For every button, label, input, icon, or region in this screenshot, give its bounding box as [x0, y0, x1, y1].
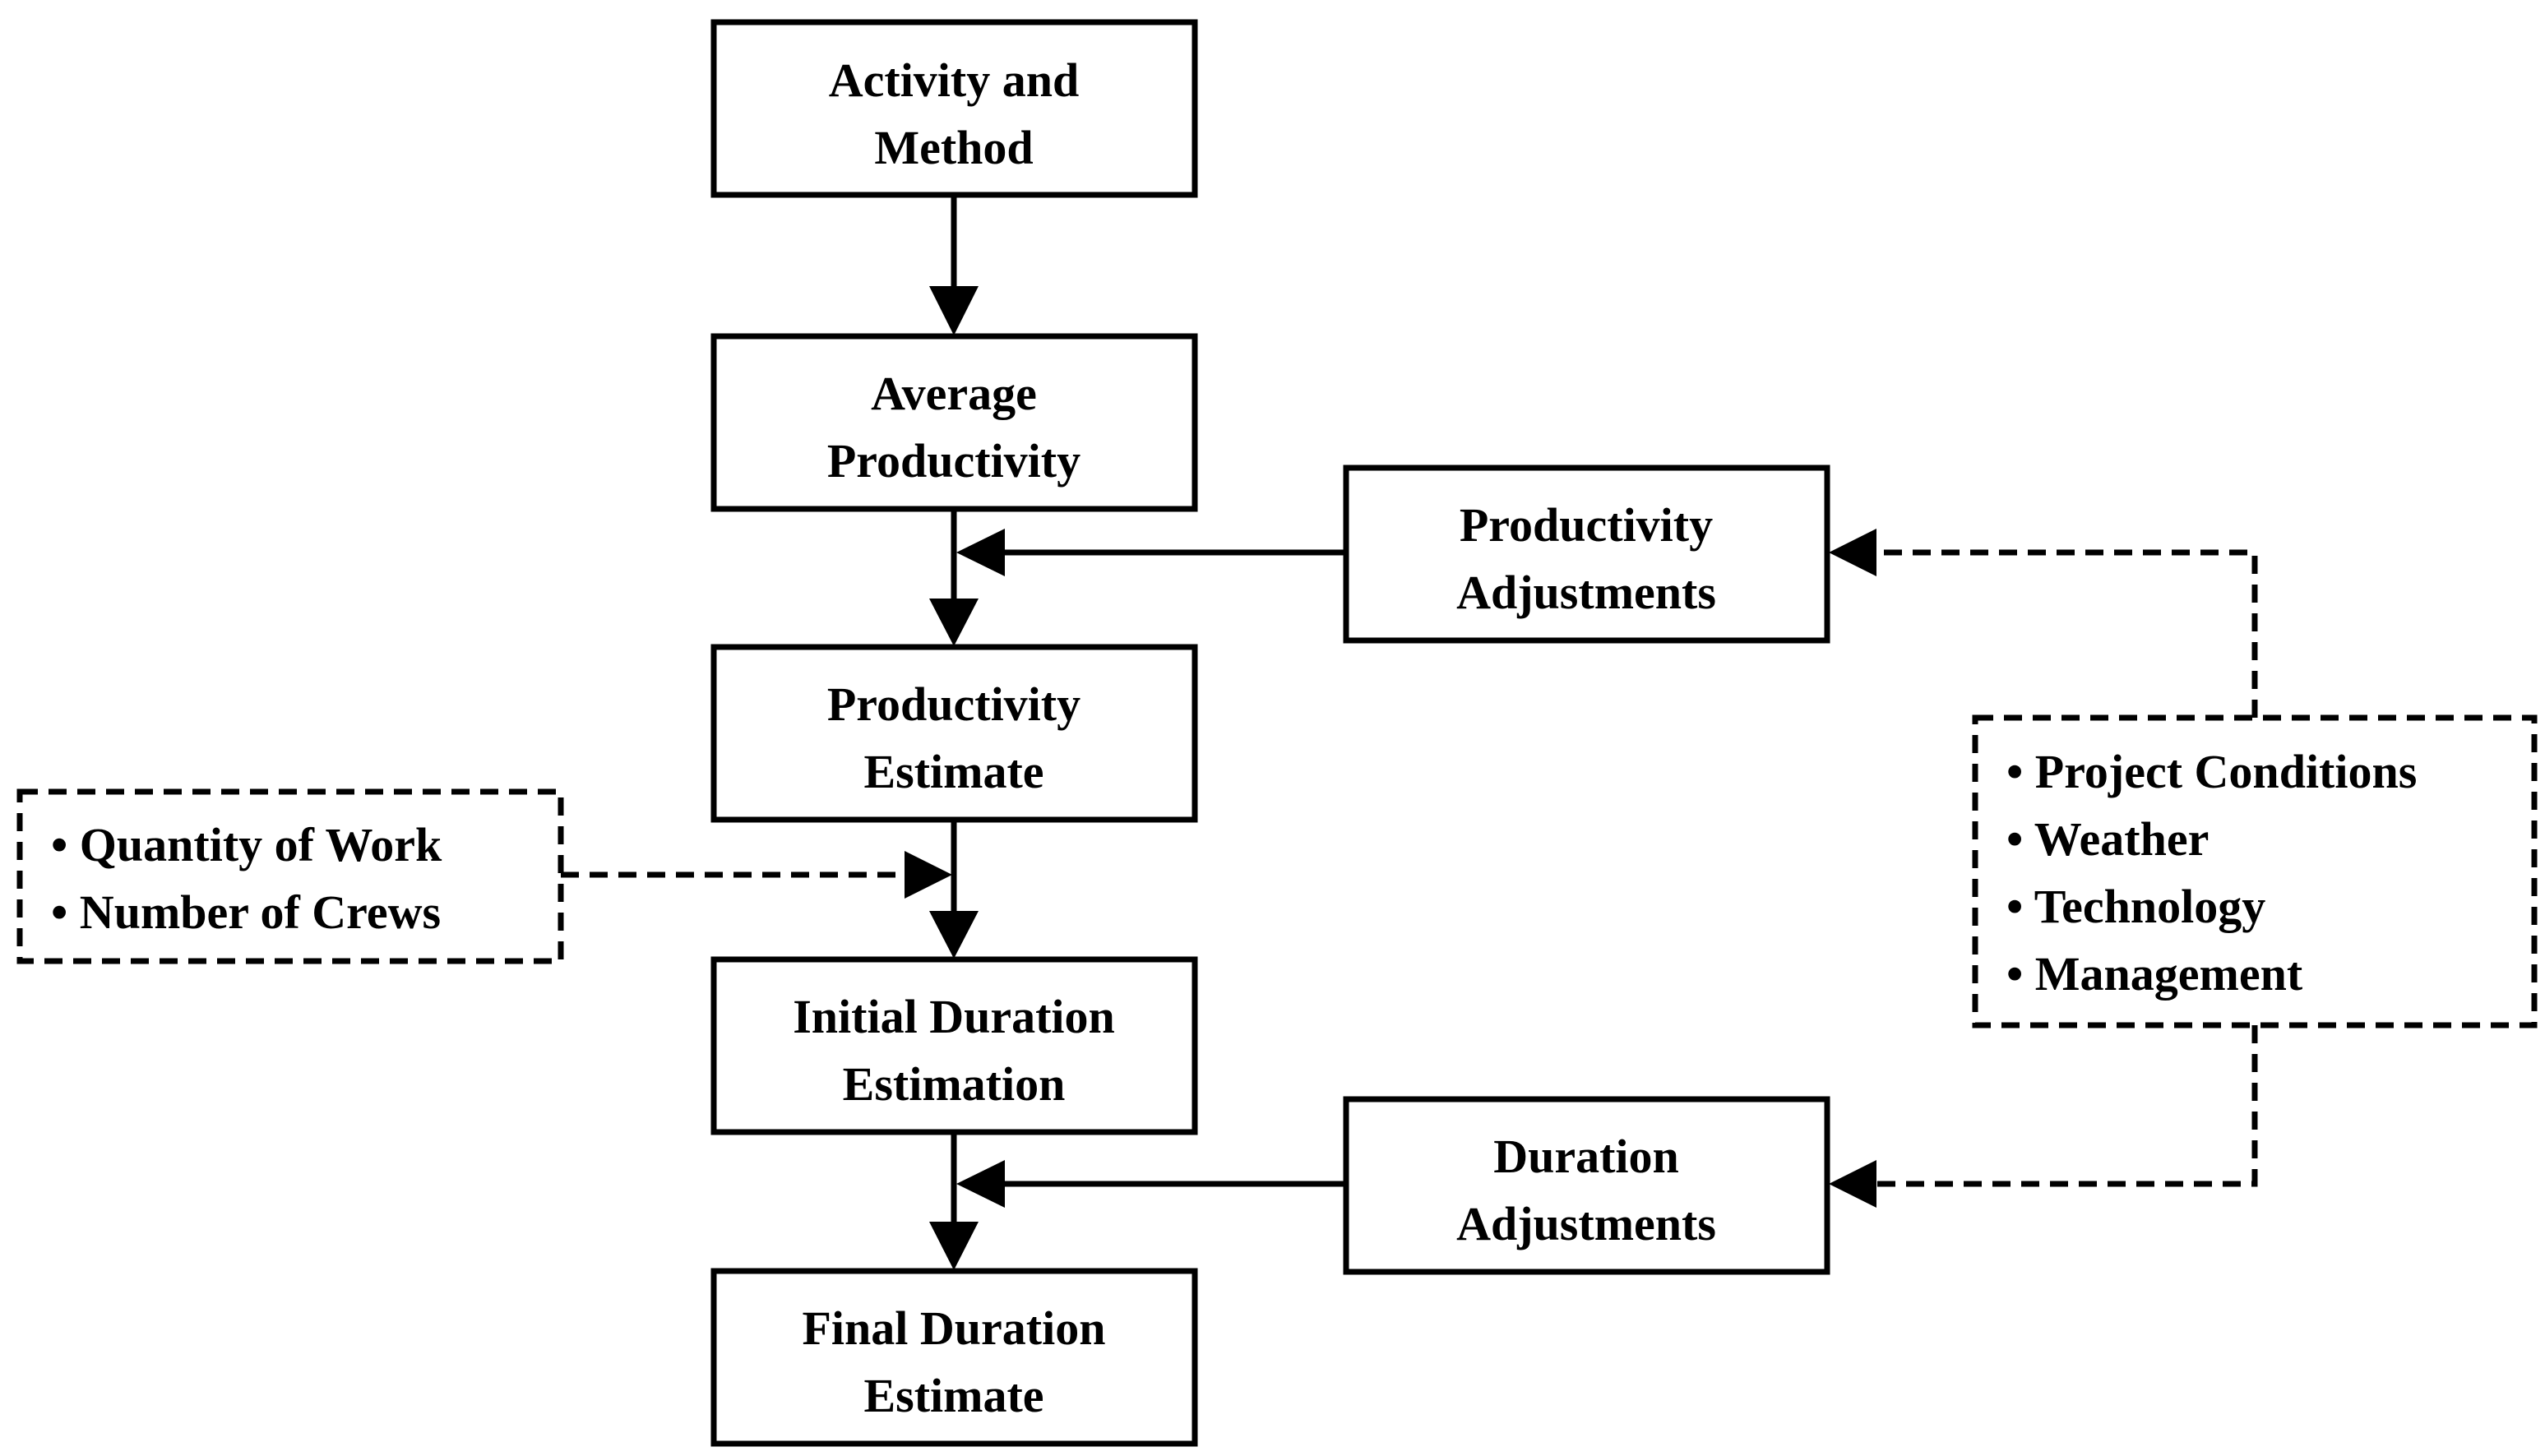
duration-adjustments-box: Duration Adjustments — [1343, 1096, 1830, 1275]
arrow-work-factors — [561, 851, 952, 899]
initial-duration-box: Initial Duration Estimation — [710, 956, 1198, 1135]
average-productivity-box: Average Productivity — [710, 333, 1198, 512]
work-factor-item: • Quantity of Work — [51, 818, 442, 871]
initial-duration-line-2: Estimation — [843, 1057, 1066, 1111]
work-factors-box: • Quantity of Work • Number of Crews — [16, 788, 564, 964]
arrow-activity-to-average — [929, 197, 979, 335]
arrow-project-factors-to-duration-adjustments — [1829, 1025, 2258, 1208]
final-duration-line-2: Estimate — [863, 1369, 1043, 1422]
average-productivity-line-2: Productivity — [827, 434, 1080, 488]
productivity-adjustments-line-1: Productivity — [1460, 498, 1713, 552]
activity-method-box: Activity and Method — [710, 19, 1198, 198]
project-factor-item: • Weather — [2006, 812, 2209, 866]
arrow-average-to-estimate — [929, 511, 979, 646]
project-factor-item: • Project Conditions — [2006, 745, 2417, 798]
arrow-estimate-to-initial — [929, 822, 979, 959]
final-duration-line-1: Final Duration — [803, 1301, 1106, 1355]
duration-adjustments-line-2: Adjustments — [1456, 1197, 1716, 1250]
work-factor-item: • Number of Crews — [51, 885, 441, 939]
activity-method-line-2: Method — [874, 121, 1033, 174]
activity-method-line-1: Activity and — [829, 53, 1080, 107]
productivity-estimate-box: Productivity Estimate — [710, 644, 1198, 823]
productivity-estimate-line-2: Estimate — [863, 745, 1043, 798]
productivity-adjustments-line-2: Adjustments — [1456, 566, 1716, 619]
arrow-productivity-adjustments — [956, 529, 1346, 576]
average-productivity-line-1: Average — [871, 367, 1037, 420]
duration-adjustments-line-1: Duration — [1493, 1130, 1679, 1183]
productivity-estimate-line-1: Productivity — [827, 677, 1080, 731]
project-factor-item: • Technology — [2006, 880, 2265, 933]
productivity-adjustments-box: Productivity Adjustments — [1343, 465, 1830, 644]
initial-duration-line-1: Initial Duration — [793, 990, 1115, 1043]
project-factor-item: • Management — [2006, 947, 2303, 1001]
arrow-duration-adjustments — [956, 1160, 1346, 1208]
project-factors-box: • Project Conditions • Weather • Technol… — [1972, 714, 2538, 1028]
final-duration-box: Final Duration Estimate — [710, 1268, 1198, 1447]
arrow-project-factors-to-productivity-adjustments — [1829, 529, 2258, 718]
arrow-initial-to-final — [929, 1135, 979, 1270]
